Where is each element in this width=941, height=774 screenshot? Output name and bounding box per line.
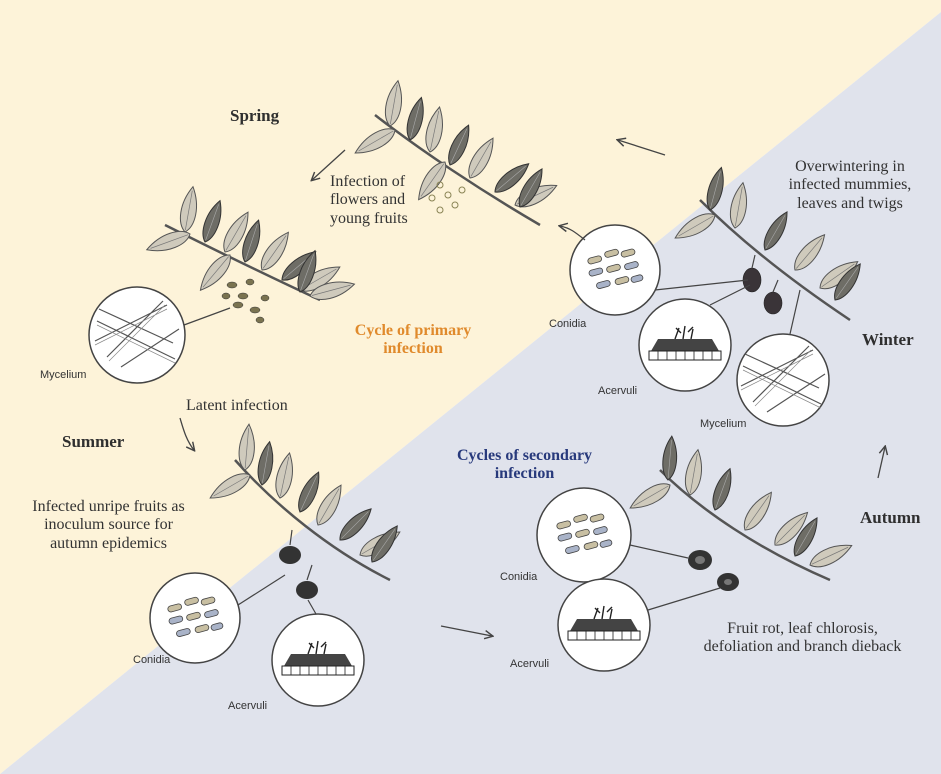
note-unripe-fruits: Infected unripe fruits as inoculum sourc… bbox=[6, 498, 211, 553]
note-symptoms: Fruit rot, leaf chlorosis, defoliation a… bbox=[670, 620, 935, 657]
label-conidia-autumn: Conidia bbox=[500, 571, 537, 584]
season-winter: Winter bbox=[862, 330, 914, 350]
label-mycelium-spring: Mycelium bbox=[40, 369, 86, 382]
primary-cycle-label: Cycle of primary infection bbox=[328, 322, 498, 359]
season-autumn: Autumn bbox=[860, 508, 920, 528]
season-summer: Summer bbox=[62, 432, 124, 452]
note-flower-infection: Infection of flowers and young fruits bbox=[330, 173, 430, 228]
note-latent-infection: Latent infection bbox=[186, 397, 326, 415]
label-conidia-winter: Conidia bbox=[549, 318, 586, 331]
note-overwintering: Overwintering in infected mummies, leave… bbox=[765, 158, 935, 213]
label-acervuli-summer: Acervuli bbox=[228, 700, 267, 713]
label-acervuli-autumn: Acervuli bbox=[510, 658, 549, 671]
secondary-cycle-label: Cycles of secondary infection bbox=[427, 447, 622, 484]
label-mycelium-winter: Mycelium bbox=[700, 418, 746, 431]
label-acervuli-winter: Acervuli bbox=[598, 385, 637, 398]
season-spring: Spring bbox=[230, 106, 279, 126]
label-conidia-summer: Conidia bbox=[133, 654, 170, 667]
